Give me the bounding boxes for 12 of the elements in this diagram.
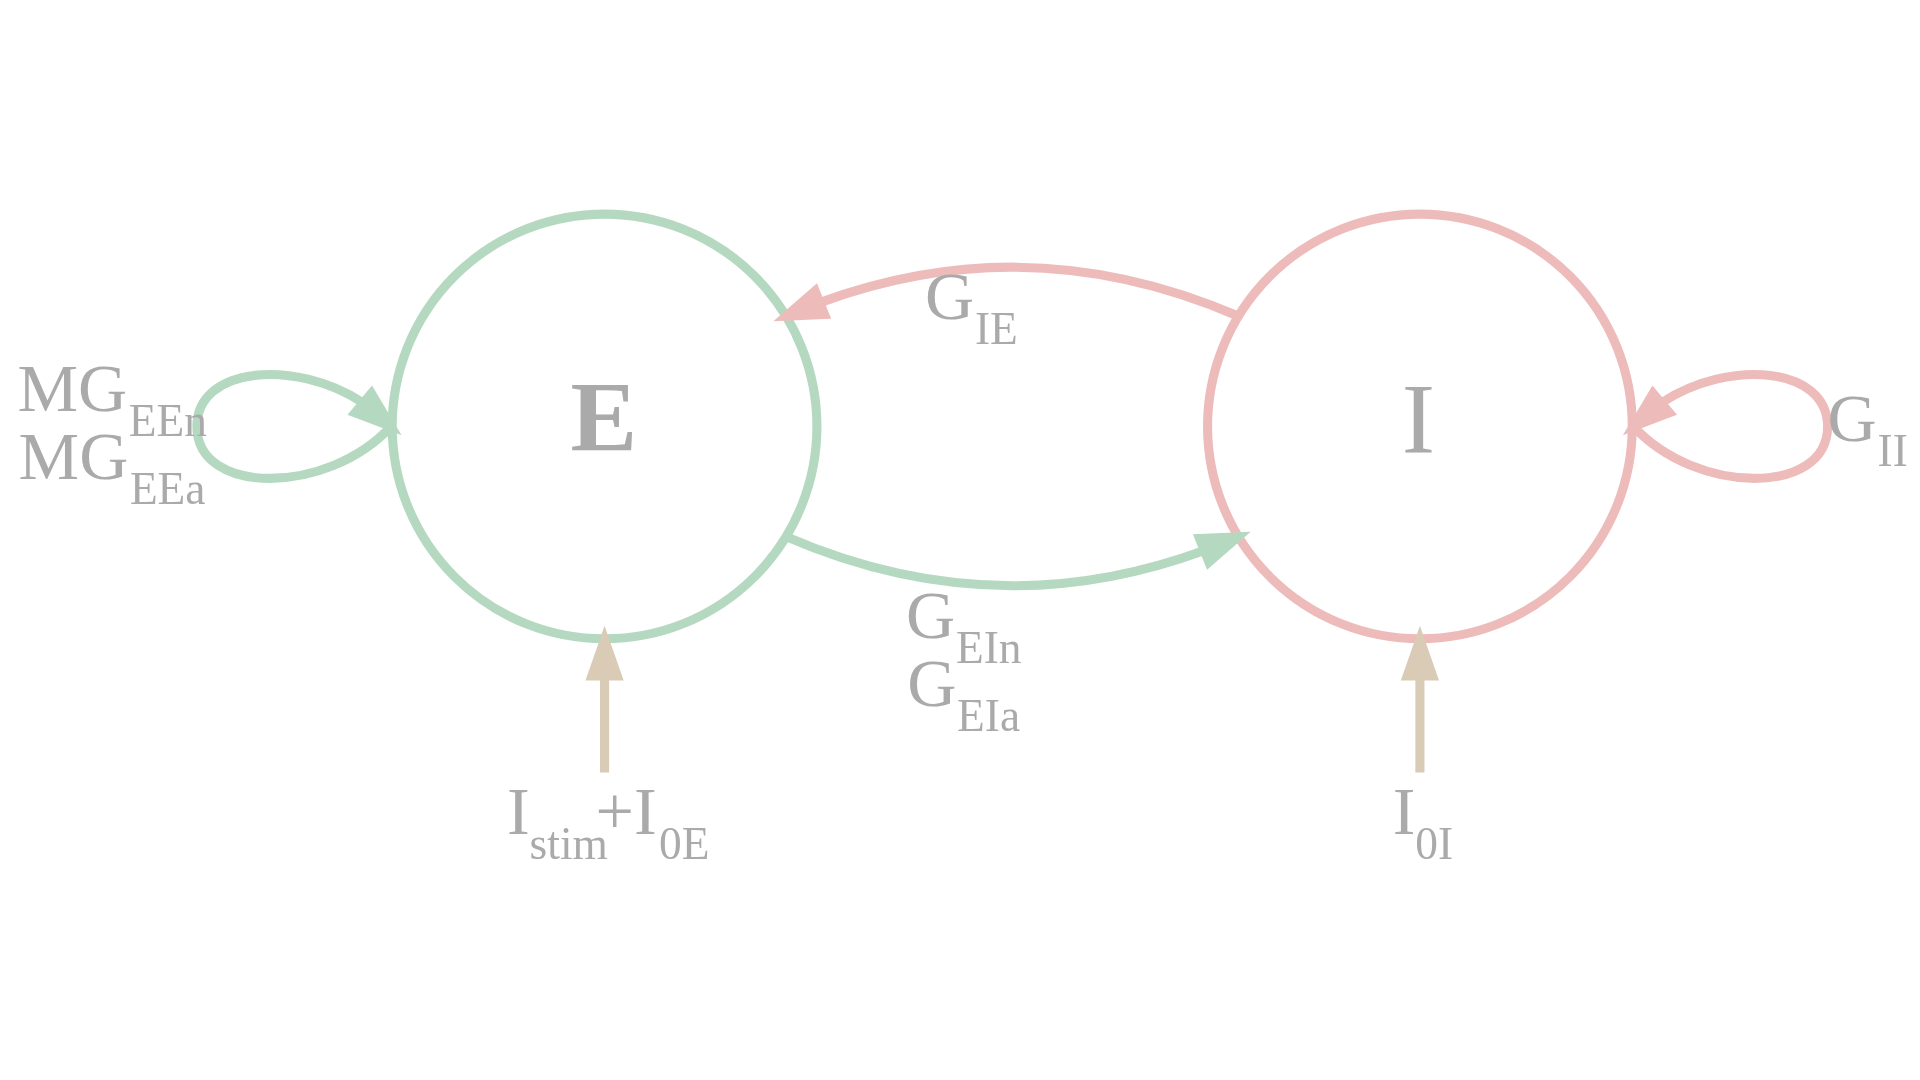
edge-label: G$_{II}$ [1827, 380, 1908, 477]
arrow [192, 370, 402, 483]
edge-label: G$_{IE}$ [925, 258, 1018, 355]
node-circle: E [387, 209, 822, 644]
arrow [773, 262, 1240, 322]
node-text: I$_{stim}$+I$_{0E}$ [506, 773, 710, 870]
node-circle: I [1203, 209, 1637, 644]
arrow [1400, 625, 1440, 773]
edge-label: G$_{EIn}$ G$_{EIa}$ [906, 576, 1022, 742]
node-text: I$_{0I}$ [1392, 773, 1454, 870]
arrow [585, 625, 624, 773]
arrow [1622, 370, 1833, 483]
